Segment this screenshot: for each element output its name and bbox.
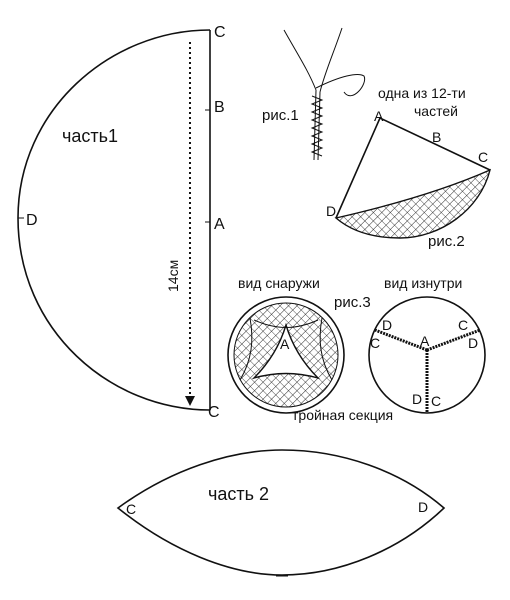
part2-pattern: часть 2 C D [116, 449, 446, 577]
fig3-center-triangle [251, 322, 321, 380]
fig3-inside-c2: C [458, 317, 468, 333]
part1-point-b: B [214, 99, 225, 116]
fig2-point-d: D [326, 203, 336, 219]
fig3-inside-d3: D [412, 391, 422, 407]
part1-point-d: D [26, 212, 38, 229]
fig1-label: рис.1 [262, 107, 299, 124]
part1-title: часть1 [62, 126, 118, 146]
arrow-down-icon [185, 396, 195, 406]
fig2-label: рис.2 [428, 233, 465, 250]
fig2-outline [335, 117, 491, 219]
fig3-inside-d1: D [382, 317, 392, 333]
fig3-center-label: A [280, 336, 290, 352]
fig3-inside-center: A [420, 333, 430, 349]
fig2-wedge: одна из 12-ти частей A B C D рис.2 [326, 85, 492, 250]
fig3-inside-c3: C [431, 393, 441, 409]
part1-point-c-top: C [214, 24, 226, 41]
fig2-point-a: A [374, 108, 384, 124]
fig3-label: рис.3 [334, 294, 371, 311]
thread-zigzag [310, 95, 324, 157]
fig3-outside-view: вид снаружи A [227, 275, 345, 414]
fig2-hatched-band [334, 168, 492, 239]
part1-measure: 14см [165, 260, 181, 292]
part1-outline [17, 29, 211, 411]
part2-point-c: C [126, 501, 136, 517]
fig2-point-c: C [478, 149, 488, 165]
part2-title: часть 2 [208, 484, 269, 504]
fig3-caption: тройная секция [292, 407, 393, 423]
fig3-inside-title: вид изнутри [384, 275, 462, 291]
fig3-inside-c1: C [370, 335, 380, 351]
fig3-inside-view: вид изнутри D C C D D C A [368, 275, 486, 414]
part1-pattern: часть1 14см C B A D C [17, 24, 226, 421]
part1-point-c-bottom: C [208, 404, 220, 421]
part2-outline [116, 449, 446, 576]
fig3-outside-title: вид снаружи [238, 275, 320, 291]
part2-point-d: D [418, 499, 428, 515]
fig2-caption-2: частей [414, 103, 458, 119]
fig2-caption-1: одна из 12-ти [378, 85, 466, 101]
fig1-stitch: рис.1 [262, 27, 366, 161]
fig2-point-b: B [432, 129, 441, 145]
fig3-inside-d2: D [468, 335, 478, 351]
part1-point-a: A [214, 216, 225, 233]
